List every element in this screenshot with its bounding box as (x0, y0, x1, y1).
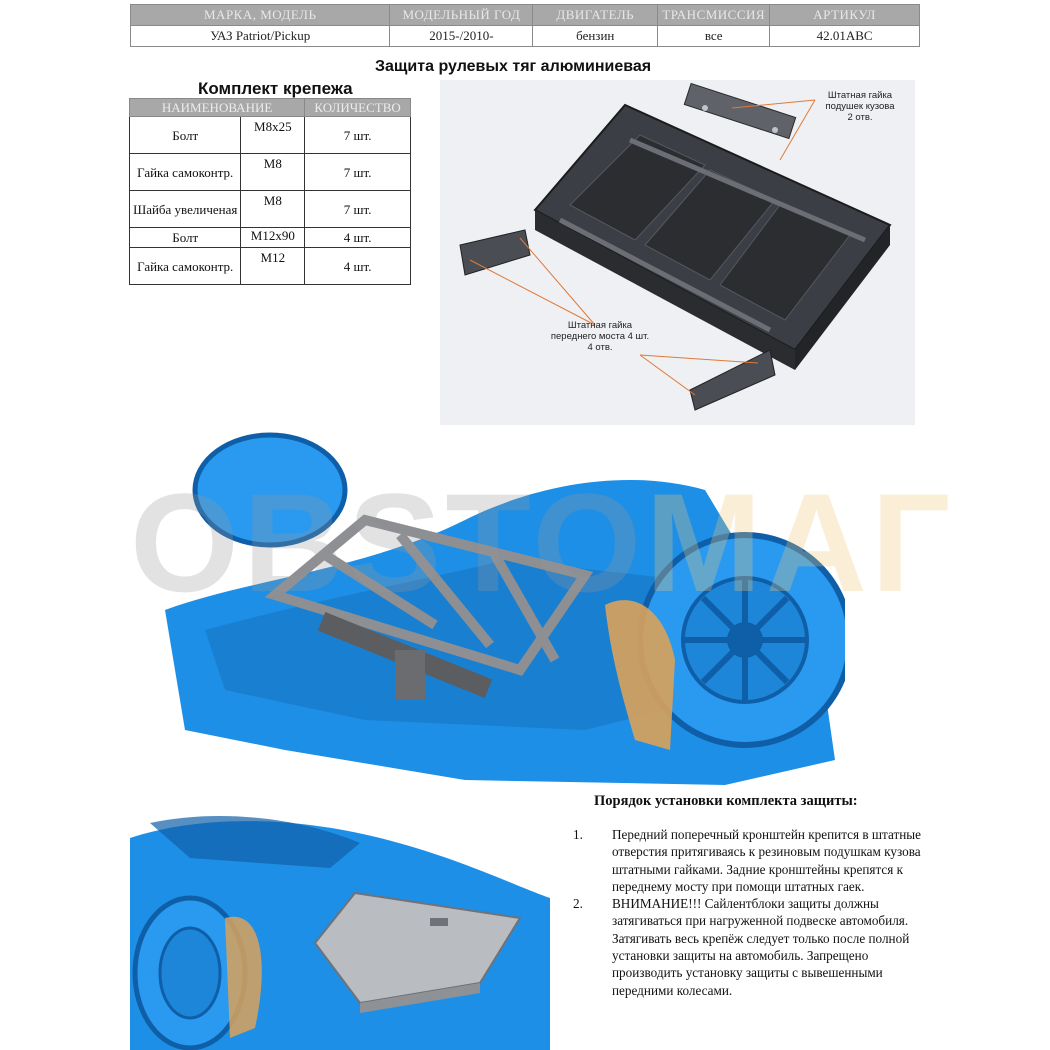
kit-item-qty: 7 шт. (304, 190, 411, 228)
kit-item-name: Гайка самоконтр. (128, 247, 242, 285)
kit-item-qty: 4 шт. (304, 247, 411, 285)
vehicle-scan-drawing (165, 432, 853, 785)
header-col-transmission: ТРАНСМИССИЯ (657, 4, 771, 26)
watermark-part1: OBSTO (130, 464, 646, 621)
installed-plate-image (130, 808, 550, 1050)
callout-line: подушек кузова (825, 101, 895, 112)
callout-body-mount: Штатная гайка подушек кузова 2 отв. (815, 90, 905, 123)
callout-line: переднего моста 4 шт. (550, 331, 650, 342)
table-row: Болт M8x25 7 шт. (128, 116, 411, 154)
instructions-title: Порядок установки комплекта защиты: (594, 793, 858, 809)
scan-image-frame (165, 430, 853, 790)
table-row: Шайба увеличеная M8 7 шт. (128, 190, 411, 228)
page-title: Защита рулевых тяг алюминиевая (375, 58, 652, 75)
kit-item-qty: 7 шт. (304, 116, 411, 154)
item-text: Передний поперечный кронштейн крепится в… (612, 827, 922, 894)
product-header-table: МАРКА, МОДЕЛЬ МОДЕЛЬНЫЙ ГОД ДВИГАТЕЛЬ ТР… (129, 4, 920, 47)
item-number: 1. (573, 827, 583, 842)
header-col-year: МОДЕЛЬНЫЙ ГОД (389, 4, 534, 26)
callout-front-axle: Штатная гайка переднего моста 4 шт. 4 от… (540, 320, 660, 353)
callout-line: 4 отв. (587, 342, 613, 353)
header-val-model: УАЗ Patriot/Pickup (129, 25, 391, 47)
header-val-engine: бензин (532, 25, 659, 47)
item-number: 2. (573, 896, 583, 912)
kit-item-size: M8 (240, 153, 306, 191)
callout-line: Штатная гайка (827, 90, 893, 101)
kit-item-size: M8x25 (240, 116, 306, 154)
kit-item-name: Шайба увеличеная (128, 190, 242, 228)
skid-plate-drawing (459, 82, 892, 411)
header-val-transmission: все (657, 25, 771, 47)
table-row: Гайка самоконтр. M12 4 шт. (128, 247, 411, 285)
callout-line: Штатная гайка (567, 320, 633, 331)
installed-plate-drawing (130, 815, 550, 1050)
kit-item-qty: 4 шт. (304, 227, 411, 248)
watermark-part2: МАГ (645, 464, 955, 621)
item-text: ВНИМАНИЕ!!! Сайлентблоки защиты должны з… (612, 896, 910, 998)
instructions-list: 1. Передний поперечный кронштейн крепитс… (570, 826, 940, 999)
kit-item-name: Болт (128, 227, 242, 248)
kit-item-name: Гайка самоконтр. (128, 153, 242, 191)
kit-item-qty: 7 шт. (304, 153, 411, 191)
header-col-article: АРТИКУЛ (769, 4, 920, 26)
kit-col-name: НАИМЕНОВАНИЕ (128, 98, 306, 117)
header-val-year: 2015-/2010- (389, 25, 534, 47)
cad-render: Штатная гайка подушек кузова 2 отв. Штат… (440, 80, 915, 425)
kit-title: Комплект крепежа (198, 79, 353, 98)
callout-line: 2 отв. (847, 112, 873, 123)
list-item: 1. Передний поперечный кронштейн крепитс… (570, 826, 940, 895)
table-row: Болт M12x90 4 шт. (128, 227, 411, 248)
kit-item-size: M12 (240, 247, 306, 285)
table-row: Гайка самоконтр. M8 7 шт. (128, 153, 411, 191)
list-item: 2. ВНИМАНИЕ!!! Сайлентблоки защиты должн… (570, 895, 940, 999)
header-col-engine: ДВИГАТЕЛЬ (532, 4, 659, 26)
kit-item-size: M8 (240, 190, 306, 228)
watermark: OBSTOМАГ (130, 462, 954, 624)
kit-item-size: M12x90 (240, 227, 306, 248)
hardware-kit-table: НАИМЕНОВАНИЕ КОЛИЧЕСТВО Болт M8x25 7 шт.… (128, 98, 411, 285)
kit-item-name: Болт (128, 116, 242, 154)
kit-col-qty: КОЛИЧЕСТВО (304, 98, 411, 117)
header-col-model: МАРКА, МОДЕЛЬ (129, 4, 391, 26)
header-val-article: 42.01АВС (769, 25, 920, 47)
